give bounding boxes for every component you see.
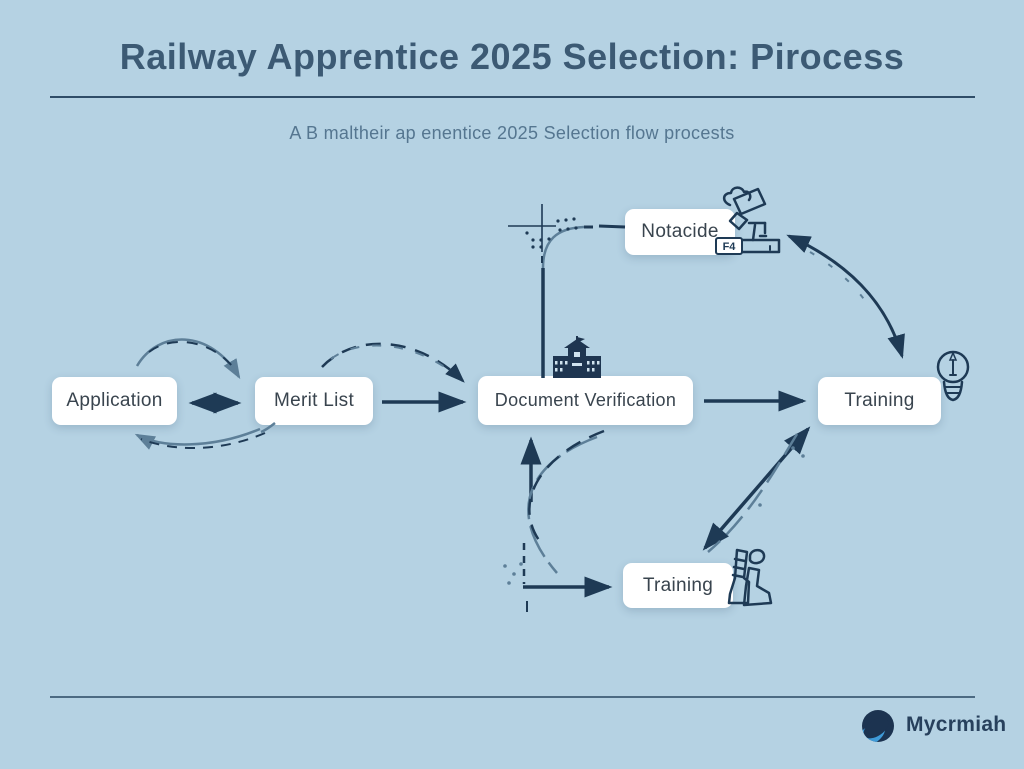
sketch-s-curve [503, 429, 605, 585]
page-title: Railway Apprentice 2025 Selection: Piroc… [119, 36, 905, 77]
building-icon [553, 336, 601, 378]
crosshair-sketch [508, 204, 578, 263]
node-application: Application [52, 377, 177, 425]
node-document-verification: Document Verification [478, 376, 693, 425]
connector-bottom-training [522, 543, 613, 612]
boots-icon [727, 548, 773, 607]
sketch-arc-application-merit [135, 338, 241, 380]
title-divider [50, 96, 975, 98]
footer-divider [50, 696, 975, 698]
lightbulb-pencil-icon [936, 350, 970, 402]
sketch-arc-return-left [134, 422, 276, 450]
page-subtitle: A B maltheir ap enentice 2025 Selection … [289, 123, 735, 143]
connector-docverification-notacide [541, 224, 626, 378]
sketch-arc-merit-docverification [321, 342, 465, 383]
brand-logo-icon [862, 710, 894, 742]
arrow-notacide-training-curve [786, 234, 905, 359]
node-merit-list: Merit List [255, 377, 373, 425]
node-notacide: Notacide [625, 209, 735, 255]
arrow-training-training-diagonal [702, 426, 811, 551]
sketch-diagonal-curve [707, 433, 805, 553]
brand-name: Mycrmiah [906, 713, 1007, 736]
node-training-right: Training [818, 377, 941, 425]
node-training-bottom: Training [623, 563, 733, 608]
